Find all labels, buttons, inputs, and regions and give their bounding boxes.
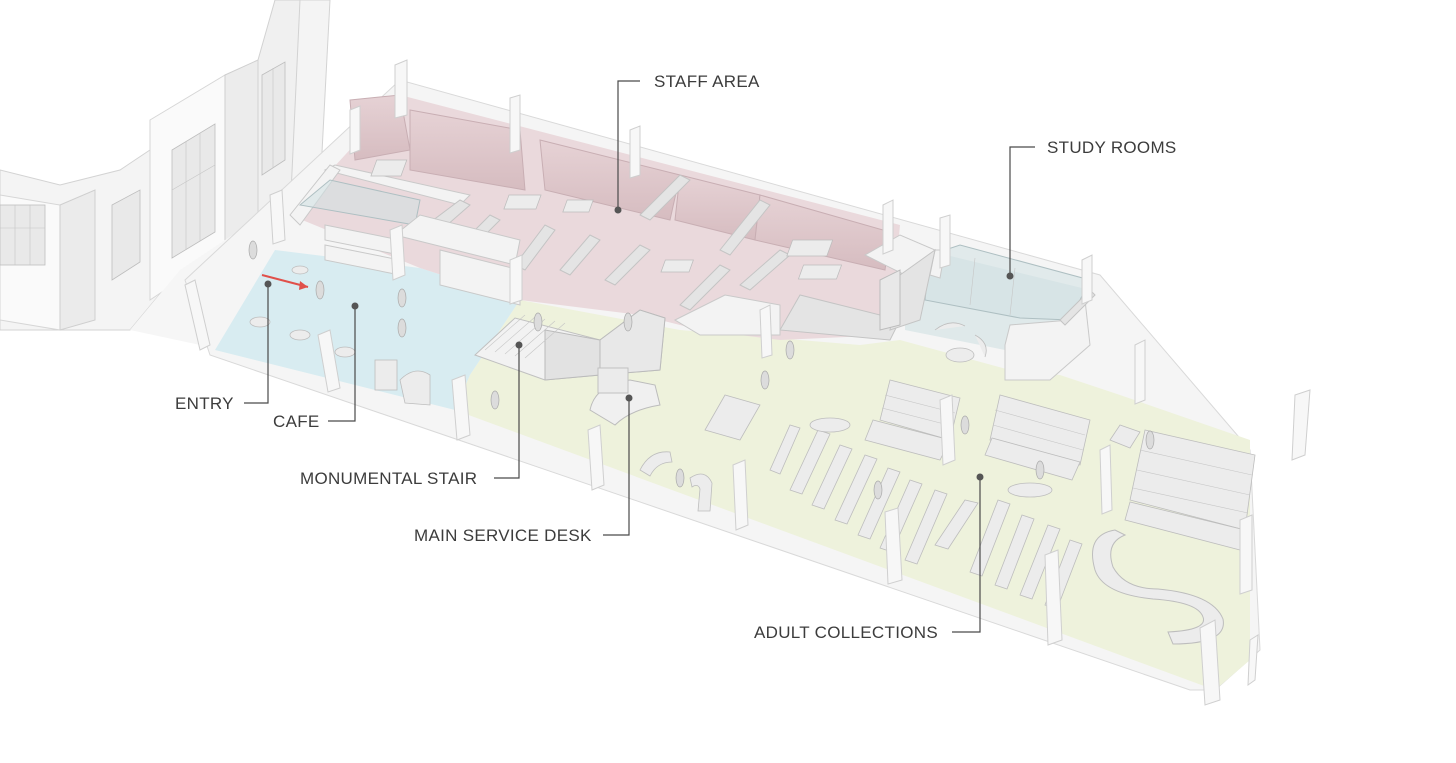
label-study-rooms-text: STUDY ROOMS: [1047, 138, 1177, 157]
entry-arrow: [261, 274, 309, 290]
label-adult-collections-text: ADULT COLLECTIONS: [754, 623, 938, 642]
stack-rows-back: [864, 379, 1256, 551]
study-rooms: [924, 244, 1096, 381]
label-main-service-desk: MAIN SERVICE DESK: [414, 394, 633, 545]
cafe-walls: [298, 179, 521, 266]
label-study-rooms: STUDY ROOMS: [1006, 138, 1177, 280]
label-entry-text: ENTRY: [175, 394, 234, 413]
label-staff-area-text: STAFF AREA: [654, 72, 760, 91]
facade-piers: [184, 59, 1311, 706]
stack-rows-front: [769, 424, 1083, 610]
cafe-furniture: [249, 265, 431, 406]
cafe-zone-floor: [215, 250, 520, 410]
label-monumental-stair: MONUMENTAL STAIR: [300, 341, 523, 488]
label-cafe-text: CAFE: [273, 412, 320, 431]
label-monumental-stair-text: MONUMENTAL STAIR: [300, 469, 477, 488]
label-cafe: CAFE: [273, 302, 359, 431]
people-figures: [248, 240, 1155, 500]
building-windows: [0, 61, 286, 281]
label-entry: ENTRY: [175, 280, 272, 413]
collections-shelving: [639, 379, 1256, 645]
label-main-service-desk-text: MAIN SERVICE DESK: [414, 526, 592, 545]
label-adult-collections: ADULT COLLECTIONS: [754, 473, 984, 642]
monumental-stair-structure: [474, 309, 666, 426]
label-staff-area: STAFF AREA: [614, 72, 760, 214]
